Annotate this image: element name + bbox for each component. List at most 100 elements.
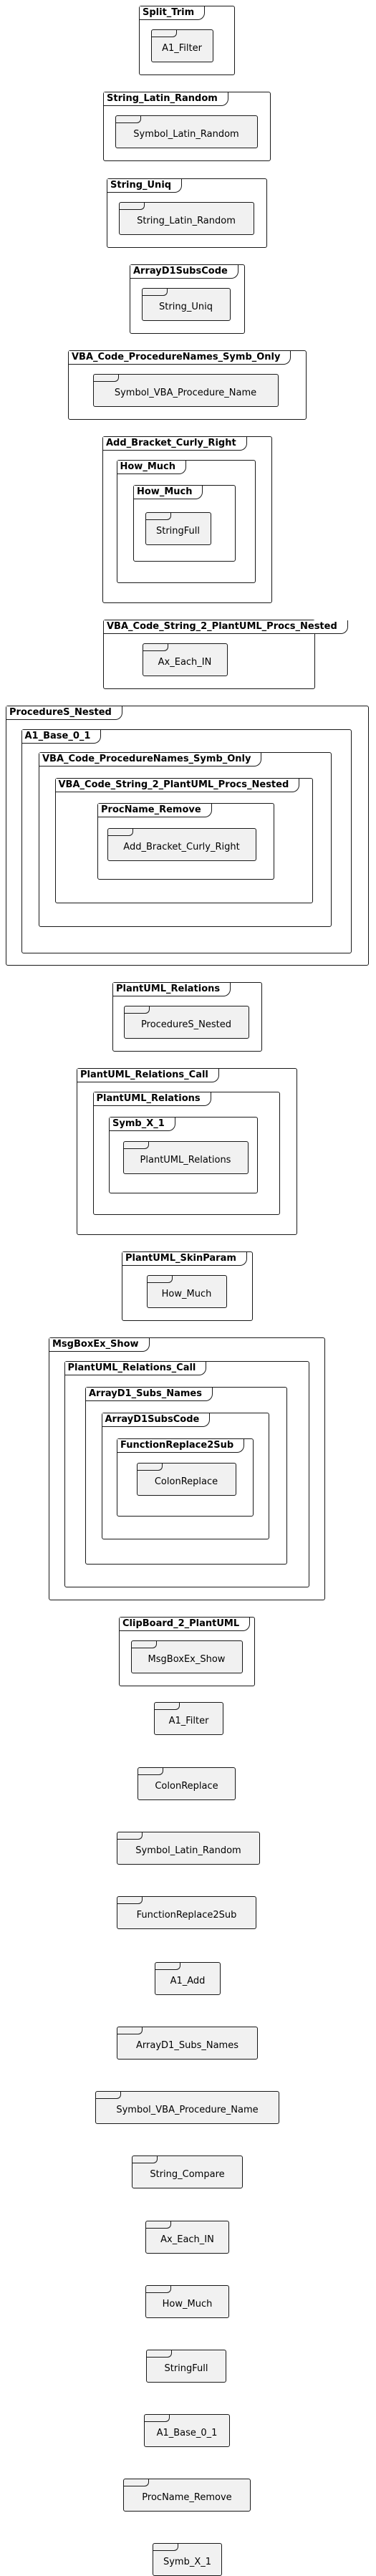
- leaf-tab: [115, 115, 141, 123]
- leaf-label: StringFull: [164, 2363, 208, 2374]
- leaf-msgboxex-show: MsgBoxEx_Show: [130, 1640, 243, 1673]
- leaf-symbol-vba-procedure-name: Symbol_VBA_Procedure_Name: [92, 373, 279, 407]
- frame-title: PlantUML_Relations_Call: [77, 1069, 219, 1082]
- leaf-tab: [107, 828, 133, 836]
- leaf-procedures-nested: ProcedureS_Nested: [123, 1005, 249, 1039]
- leaf-a1-filter: A1_Filter: [154, 1702, 223, 1735]
- leaf-label: Symbol_VBA_Procedure_Name: [114, 387, 257, 398]
- leaf-label: StringFull: [155, 525, 201, 537]
- leaf-label: A1_Filter: [168, 1716, 209, 1726]
- frame-title: ClipBoard_2_PlantUML: [120, 1618, 251, 1631]
- leaf-string-uniq: String_Uniq: [141, 287, 231, 321]
- frame-title: VBA_Code_ProcedureNames_Symb_Only: [39, 753, 262, 766]
- leaf-tab: [117, 2027, 143, 2034]
- leaf-tab: [132, 2156, 158, 2163]
- leaf-label: A1_Base_0_1: [156, 2428, 218, 2438]
- leaf-a1-add: A1_Add: [155, 1962, 221, 1995]
- leaf-label: Add_Bracket_Curly_Right: [123, 841, 240, 852]
- leaf-procname-remove: ProcName_Remove: [123, 2479, 251, 2512]
- leaf-ax-each-in: Ax_Each_IN: [145, 2221, 229, 2254]
- leaf-label: ColonReplace: [155, 1781, 218, 1792]
- leaf-tab: [146, 2221, 171, 2229]
- leaf-label: A1_Add: [170, 1976, 206, 1986]
- leaf-label: A1_Filter: [162, 42, 202, 54]
- leaf-label: How_Much: [162, 2299, 213, 2310]
- frame-title: PlantUML_Relations: [113, 983, 231, 996]
- leaf-tab: [143, 643, 168, 651]
- frame-title: VBA_Code_String_2_PlantUML_Procs_Nested: [55, 778, 300, 792]
- leaf-label: ProcedureS_Nested: [141, 1019, 231, 1030]
- leaf-label: Ax_Each_IN: [158, 656, 212, 668]
- leaf-a1-filter: A1_Filter: [150, 29, 213, 62]
- leaf-stringfull: StringFull: [146, 2350, 226, 2383]
- frame-title: How_Much: [117, 460, 186, 474]
- frame-title: VBA_Code_ProcedureNames_Symb_Only: [69, 351, 291, 365]
- leaf-tab: [117, 1832, 143, 1840]
- frame-title: FunctionReplace2Sub: [117, 1439, 245, 1453]
- leaf-a1-base-0-1: A1_Base_0_1: [144, 2414, 230, 2447]
- leaf-tab: [147, 1275, 173, 1283]
- leaf-string-compare: String_Compare: [132, 2156, 243, 2188]
- leaf-label: String_Compare: [150, 2169, 225, 2180]
- frame-title: ArrayD1SubsCode: [102, 1413, 211, 1427]
- leaf-colonreplace: ColonReplace: [138, 1767, 236, 1800]
- leaf-label: Symbol_Latin_Random: [133, 128, 239, 140]
- leaf-label: ColonReplace: [154, 1476, 218, 1487]
- frame-title: How_Much: [134, 486, 203, 499]
- leaf-tab: [93, 374, 119, 382]
- leaf-ax-each-in: Ax_Each_IN: [142, 643, 228, 676]
- leaf-symbol-latin-random: Symbol_Latin_Random: [115, 115, 258, 148]
- leaf-stringfull: StringFull: [145, 511, 211, 545]
- leaf-tab: [119, 202, 145, 210]
- leaf-label: String_Uniq: [159, 301, 213, 312]
- leaf-add-bracket-curly-right: Add_Bracket_Curly_Right: [107, 827, 256, 861]
- leaf-label: PlantUML_Relations: [140, 1154, 231, 1166]
- leaf-tab: [146, 2286, 171, 2293]
- leaf-tab: [142, 288, 168, 296]
- leaf-label: Symbol_Latin_Random: [135, 1845, 241, 1856]
- leaf-label: Symb_X_1: [163, 2557, 212, 2567]
- frame-clipboard-2-plantuml: ClipBoard_2_PlantUML MsgBoxEx_Show: [119, 1617, 255, 1686]
- leaf-how-much: How_Much: [145, 2285, 229, 2318]
- leaf-symb-x-1: Symb_X_1: [153, 2543, 222, 2576]
- leaf-tab: [124, 1006, 150, 1014]
- leaf-tab: [131, 1640, 157, 1648]
- frame-title: PlantUML_SkinParam: [122, 1252, 247, 1266]
- leaf-tab: [138, 1768, 163, 1775]
- leaf-tab: [145, 2415, 170, 2422]
- leaf-colonreplace: ColonReplace: [136, 1462, 236, 1496]
- leaf-tab: [117, 1897, 143, 1904]
- leaf-label: FunctionReplace2Sub: [136, 1910, 237, 1921]
- leaf-label: Symbol_VBA_Procedure_Name: [116, 2105, 259, 2115]
- leaf-functionreplace2sub: FunctionReplace2Sub: [117, 1896, 256, 1929]
- leaf-tab: [96, 2092, 121, 2099]
- frame-title: String_Latin_Random: [104, 92, 228, 106]
- leaf-tab: [147, 2350, 172, 2358]
- frame-title: Split_Trim: [140, 6, 206, 20]
- leaf-tab: [123, 1141, 149, 1149]
- frame-title: ArrayD1_Subs_Names: [86, 1388, 213, 1401]
- frame-title: VBA_Code_String_2_PlantUML_Procs_Nested: [104, 620, 348, 634]
- leaf-tab: [137, 1463, 163, 1471]
- frame-title: ArrayD1SubsCode: [130, 265, 238, 279]
- leaf-tab: [155, 1963, 180, 1970]
- leaf-tab: [124, 2479, 149, 2486]
